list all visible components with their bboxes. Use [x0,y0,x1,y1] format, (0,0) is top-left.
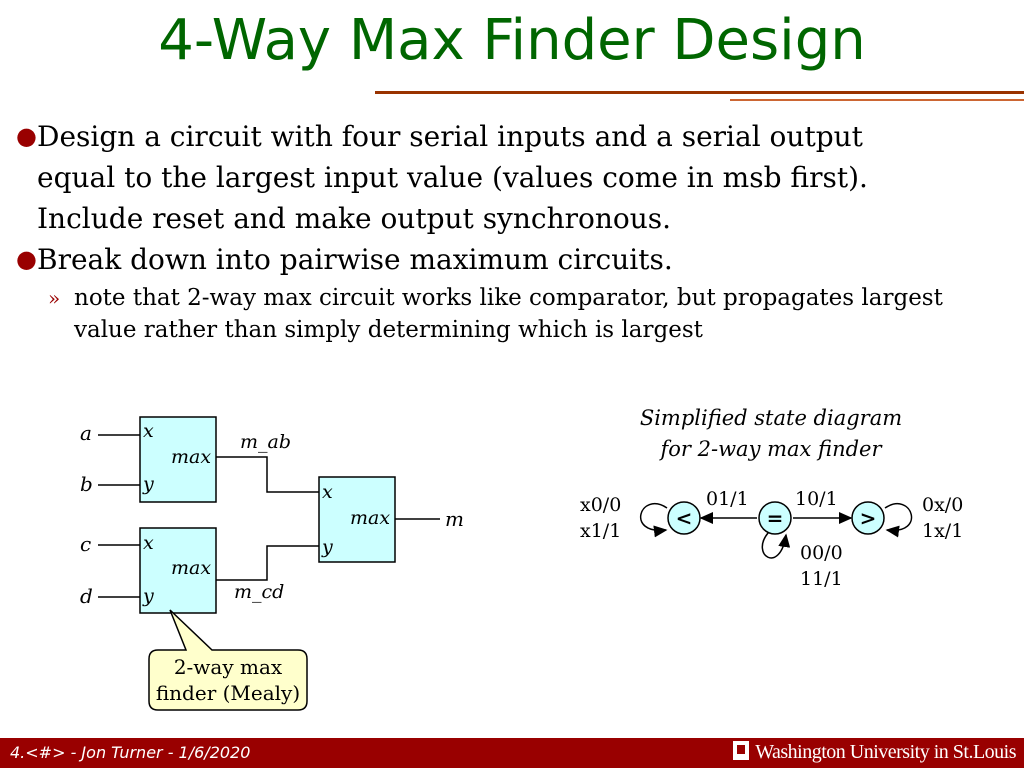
bullet-list: ● Design a circuit with four serial inpu… [16,116,946,346]
bullet-item: ● Design a circuit with four serial inpu… [16,116,946,239]
title-rule-accent [730,99,1024,101]
transition-label: 11/1 [800,568,843,590]
state-greater [851,501,885,535]
max-block-ab [139,416,217,503]
bullet-text: Design a circuit with four serial inputs… [37,120,868,235]
block-label: max [171,446,211,468]
bullet-text: Break down into pairwise maximum circuit… [37,243,673,276]
state-diagram-caption: Simplified state diagram [640,406,902,430]
wire-label-m-ab: m_ab [240,431,291,453]
bullet-item: ● Break down into pairwise maximum circu… [16,239,946,280]
port-y-label: y [142,585,154,607]
input-label-b: b [80,472,93,496]
input-label-c: c [80,532,91,556]
state-equal [758,501,792,535]
sub-bullet-text: note that 2-way max circuit works like c… [74,285,943,343]
transition-label: 01/1 [706,488,749,510]
state-diagram-caption: for 2-way max finder [658,437,883,461]
bullet-icon: ● [16,122,37,150]
footer-university: Washington University in St.Louis [733,741,1016,764]
input-label-a: a [80,421,92,445]
state-equal-label: = [767,506,784,530]
transition-label: x0/0 [580,494,621,516]
port-x-label: x [143,532,154,554]
input-label-d: d [80,584,93,608]
footer-slide-info: 4.<#> - Jon Turner - 1/6/2020 [10,743,251,762]
output-label-m: m [445,507,464,531]
block-label: max [350,507,390,529]
wires [98,434,440,598]
title-rule [375,91,1024,94]
transition-label: 10/1 [795,488,838,510]
state-diagram: Simplified state diagram for 2-way max f… [580,406,963,590]
callout-text: 2-way max [174,655,283,679]
transition-greater-self-loop [884,503,913,538]
callout-box [148,609,308,711]
port-y-label: y [321,536,333,558]
university-seal-icon [733,741,750,760]
port-y-label: y [142,473,154,495]
circuit-diagram: a b c d x max y x max y x max y m_ab m_c… [80,416,464,711]
sub-bullet-item: » note that 2-way max circuit works like… [16,282,946,346]
block-label: max [171,557,211,579]
callout-text: finder (Mealy) [156,681,300,705]
max-block-cd [139,527,217,614]
port-x-label: x [143,420,154,442]
transition-label: 0x/0 [922,494,963,516]
port-x-label: x [322,481,333,503]
wire-label-m-cd: m_cd [234,581,284,603]
transition-label: 00/0 [800,542,843,564]
slide-title: 4-Way Max Finder Design [158,8,866,73]
bullet-icon: ● [16,245,37,273]
max-block-final [318,476,396,563]
state-greater-label: > [860,506,877,530]
state-less [667,501,701,535]
sub-bullet-icon: » [48,286,61,310]
footer-bar: 4.<#> - Jon Turner - 1/6/2020 Washington… [0,738,1024,768]
state-less-label: < [676,506,693,530]
transition-label: 1x/1 [922,520,963,542]
transition-eq-self-loop [761,532,791,559]
transition-less-self-loop [639,502,668,538]
transition-label: x1/1 [580,520,621,542]
footer-university-name: Washington University in St.Louis [755,741,1016,763]
